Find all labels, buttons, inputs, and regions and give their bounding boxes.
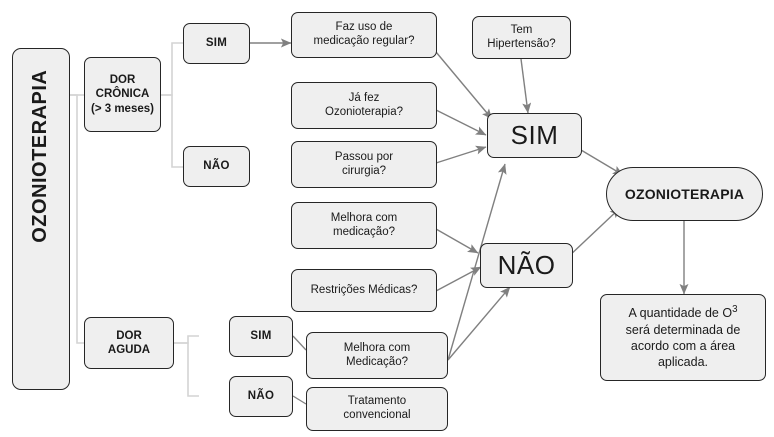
quantidade-line3: acordo com a área [630,339,736,354]
link-agudasim-melhoramed2 [292,335,307,351]
node-tem-hipertensao[interactable]: Tem Hipertensão? [472,16,571,59]
melhora2-line2: Medicação? [345,355,408,368]
melhora2-line1: Melhora com [343,341,411,354]
node-aguda-sim[interactable]: SIM [229,316,293,357]
node-decision-nao[interactable]: NÃO [480,243,573,288]
node-faz-uso-medicacao[interactable]: Faz uso de medicação regular? [291,12,437,58]
node-tratamento-convencional[interactable]: Tratamento convencional [306,387,448,431]
node-ja-fez-ozonioterapia[interactable]: Já fez Ozonioterapia? [291,82,437,129]
tree-aguda-sim [174,335,199,344]
node-restricoes-medicas[interactable]: Restrições Médicas? [291,269,437,312]
quantidade-sup: 3 [732,304,738,316]
tree-aguda-nao [174,342,199,397]
quantidade-line4: aplicada. [657,355,709,370]
node-label-cronica-sim: SIM [205,36,228,49]
branch-links [292,335,307,405]
node-label-tratamento: Tratamento convencional [311,395,443,422]
node-label-root: OZONIOTERAPIA [29,69,52,243]
node-label-dor-aguda: DOR AGUDA [89,329,169,357]
tratamento-line2: convencional [343,409,411,421]
node-label-restricoes: Restrições Médicas? [310,283,418,296]
hipertensao-line2: Hipertensão? [487,37,556,50]
faz-uso-line2: medicação regular? [313,35,415,47]
node-label-quantidade: A quantidade de O3 será determinada de a… [605,304,761,370]
node-cronica-sim[interactable]: SIM [183,23,250,64]
node-label-decision-nao: NÃO [497,250,556,281]
tree-root-branch [70,94,84,344]
tree-cronica-sim [161,42,183,96]
quantidade-line1: A quantidade de O [628,306,733,321]
dor-cronica-line3: (> 3 meses) [91,102,154,115]
dor-aguda-line2: AGUDA [107,344,151,356]
arrow-melhoramed2-nao [447,286,511,361]
melhora1-line1: Melhora com [330,211,398,224]
node-ozonioterapia-root[interactable]: OZONIOTERAPIA [12,48,70,390]
node-label-cronica-nao: NÃO [203,159,230,172]
node-label-hipertensao: Tem Hipertensão? [477,24,566,51]
node-label-melhora-2: Melhora com Medicação? [311,342,443,369]
node-quantidade-nota[interactable]: A quantidade de O3 será determinada de a… [600,294,766,381]
node-label-decision-sim: SIM [510,120,559,151]
node-ozonioterapia-result[interactable]: OZONIOTERAPIA [606,167,763,221]
quantidade-line2: será determinada de [625,322,741,337]
node-melhora-medicacao-1[interactable]: Melhora com medicação? [291,202,437,249]
arrow-nao-ozonioterapia [566,207,621,259]
cirurgia-line2: cirurgia? [341,164,387,177]
dor-aguda-line1: DOR [116,329,142,342]
arrow-jafez-sim [435,109,487,136]
link-agudanao-tratamento [292,395,307,405]
tree-cronica-nao [161,94,183,168]
node-label-melhora-1: Melhora com medicação? [296,212,432,239]
ja-fez-line1: Já fez [348,91,380,104]
node-label-aguda-sim: SIM [250,329,272,342]
node-label-ozonioterapia-result: OZONIOTERAPIA [624,185,745,202]
cirurgia-line1: Passou por [334,150,394,163]
node-passou-cirurgia[interactable]: Passou por cirurgia? [291,141,437,188]
arrow-restricoes-nao [435,266,482,292]
node-label-passou-cirurgia: Passou por cirurgia? [296,151,432,178]
arrow-hipertensao-sim [520,58,532,114]
arrow-melhoramed1-nao [435,228,479,254]
node-label-faz-uso: Faz uso de medicação regular? [296,21,432,48]
arrow-cirurgia-sim [435,145,487,164]
tratamento-line1: Tratamento [347,395,407,408]
melhora1-line2: medicação? [332,225,395,238]
node-dor-cronica[interactable]: DOR CRÔNICA (> 3 meses) [84,57,161,132]
node-label-ja-fez: Já fez Ozonioterapia? [296,92,432,119]
node-aguda-nao[interactable]: NÃO [229,376,293,417]
node-decision-sim[interactable]: SIM [487,113,582,158]
node-melhora-medicacao-2[interactable]: Melhora com Medicação? [306,332,448,379]
arrow-fazuso-sim [435,51,493,120]
node-dor-aguda[interactable]: DOR AGUDA [84,317,174,369]
hipertensao-line1: Tem [510,23,533,36]
faz-uso-line1: Faz uso de [335,21,393,34]
node-label-aguda-nao: NÃO [247,389,275,402]
ja-fez-line2: Ozonioterapia? [325,105,403,118]
node-label-dor-cronica: DOR CRÔNICA (> 3 meses) [89,73,156,115]
dor-cronica-line2: CRÔNICA [95,88,150,101]
node-cronica-nao[interactable]: NÃO [183,146,250,187]
dor-cronica-line1: DOR [109,74,136,87]
